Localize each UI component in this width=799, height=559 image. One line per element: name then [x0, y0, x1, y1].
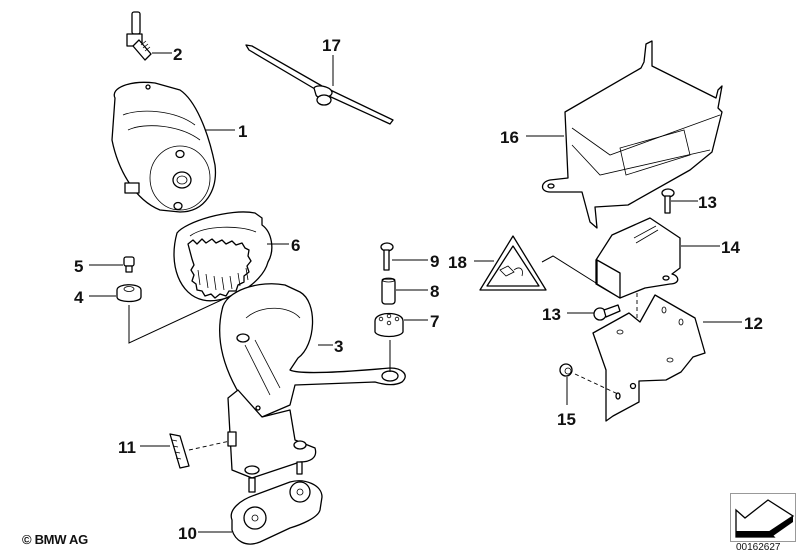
callout-10[interactable]: 10	[178, 524, 197, 543]
callout-8[interactable]: 8	[430, 282, 439, 301]
copyright-text: © BMW AG	[22, 532, 88, 547]
callout-13-lower[interactable]: 13	[542, 305, 561, 324]
part-3-bracket[interactable]	[219, 283, 406, 418]
callout-4[interactable]: 4	[74, 288, 84, 307]
callout-9[interactable]: 9	[430, 252, 439, 271]
part-1-motor[interactable]	[111, 81, 217, 213]
part-9-bolt[interactable]	[380, 242, 394, 271]
callout-18[interactable]: 18	[448, 253, 467, 272]
part-4-grommet[interactable]	[116, 284, 142, 303]
part-13-screw-upper[interactable]	[661, 188, 675, 214]
part-11-clip[interactable]	[169, 433, 190, 469]
callout-6[interactable]: 6	[291, 236, 300, 255]
part-2-connector[interactable]	[126, 11, 152, 61]
callout-1[interactable]: 1	[238, 122, 247, 141]
part-14-grommet[interactable]	[559, 363, 573, 377]
callout-5[interactable]: 5	[74, 257, 83, 276]
callout-12[interactable]: 12	[744, 314, 763, 333]
callout-16[interactable]: 16	[500, 128, 519, 147]
part-6-toothed-ring[interactable]	[173, 211, 273, 302]
direction-arrow-icon[interactable]	[730, 493, 796, 542]
part-15-sensor-module[interactable]	[595, 217, 681, 299]
part-13-screw-lower[interactable]	[593, 304, 621, 321]
part-18-warning-label[interactable]	[479, 235, 547, 291]
callout-15[interactable]: 14	[721, 238, 740, 257]
callout-11[interactable]: 11	[118, 438, 136, 457]
part-10-mount-plate[interactable]	[230, 480, 323, 545]
part-12-holder-bracket[interactable]	[592, 294, 706, 422]
arrow-glyph-icon	[735, 499, 795, 538]
part-8-spacer[interactable]	[381, 277, 396, 305]
callout-2[interactable]: 2	[173, 45, 182, 64]
part-16-control-housing[interactable]	[541, 40, 723, 229]
part-5-screw[interactable]	[123, 256, 135, 273]
callout-13-upper[interactable]: 13	[698, 193, 717, 212]
callout-3[interactable]: 3	[334, 337, 343, 356]
callout-14[interactable]: 15	[557, 410, 576, 429]
part-7-rubber-mount[interactable]	[374, 312, 404, 338]
mount-block	[227, 389, 317, 493]
part-17-cable-tie[interactable]	[245, 44, 394, 125]
callout-7[interactable]: 7	[430, 312, 439, 331]
callout-17[interactable]: 17	[322, 36, 341, 55]
drawing-number: 00162627	[736, 542, 781, 553]
